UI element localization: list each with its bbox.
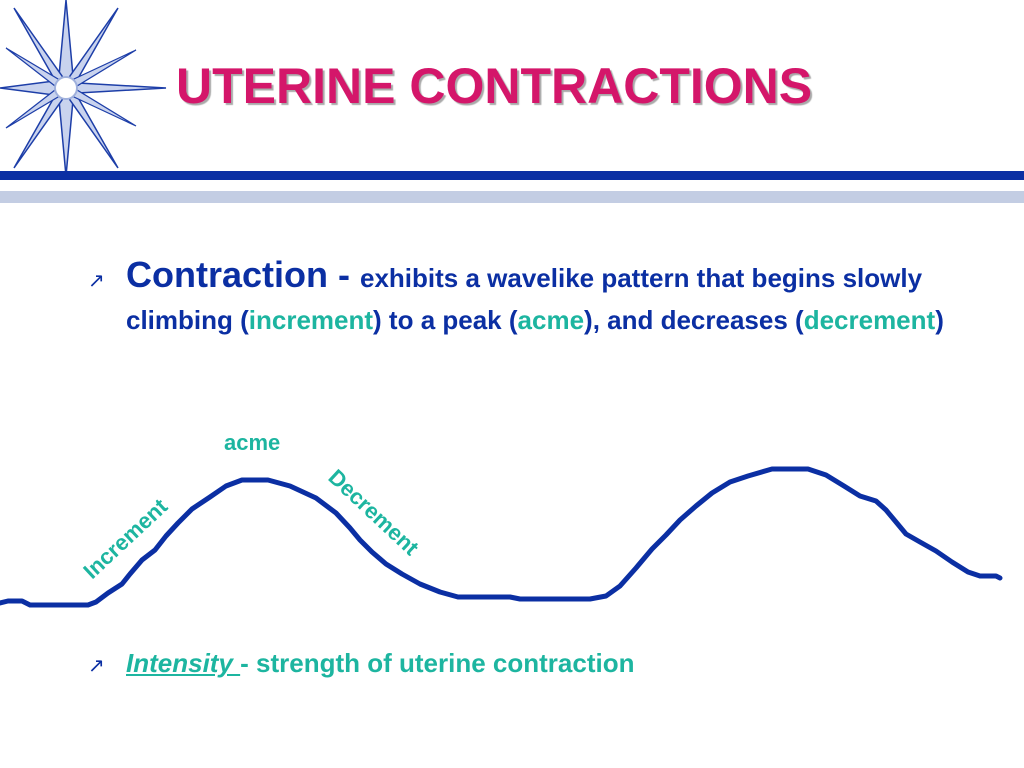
label-increment: Increment <box>78 493 172 583</box>
bullet-text: exhibits a wavelike pattern that begins … <box>126 263 923 335</box>
bullet-text: ) to a peak ( <box>373 305 518 335</box>
term-intensity: Intensity <box>126 648 241 678</box>
bullet-text: - strength of uterine contraction <box>240 648 635 678</box>
page-title: UTERINE CONTRACTIONS <box>176 58 813 114</box>
contraction-wave-diagram: acme Increment Decrement <box>0 430 1003 608</box>
term-increment: increment <box>248 305 374 335</box>
bullet-intensity: Intensity - strength of uterine contract… <box>126 642 634 684</box>
arrow-up-right-icon: ↗ <box>88 268 105 292</box>
label-acme: acme <box>224 430 280 455</box>
arrow-up-right-icon: ↗ <box>88 653 105 677</box>
contraction-wave-line <box>0 466 1003 608</box>
title-rule-thick <box>0 171 1024 180</box>
bullet-contraction: Contraction - exhibits a wavelike patter… <box>126 254 946 341</box>
bullet-lead: Contraction - <box>126 254 360 295</box>
bullet-text: ), and decreases ( <box>584 305 804 335</box>
title-rule-thin <box>0 191 1024 203</box>
term-decrement: decrement <box>803 305 936 335</box>
star-burst-icon <box>0 0 167 177</box>
bullet-text: ) <box>935 305 944 335</box>
term-acme: acme <box>517 305 585 335</box>
